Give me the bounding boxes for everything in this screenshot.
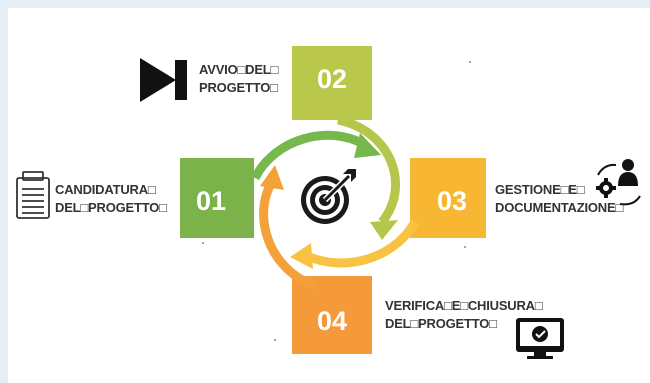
monitor-check-icon bbox=[516, 318, 564, 359]
step-02-label: AVVIO□DEL□ PROGETTO□ bbox=[199, 61, 278, 97]
step-02-label-line1: AVVIO□DEL□ bbox=[199, 62, 279, 77]
clipboard-icon bbox=[16, 171, 50, 219]
step-01-number: 01 bbox=[196, 186, 226, 216]
step-03-label: GESTIONE□E□ DOCUMENTAZIONE□ bbox=[495, 181, 623, 217]
step-01-label: CANDIDATURA□ DEL□PROGETTO□ bbox=[55, 181, 167, 217]
step-01-label-line2: DEL□PROGETTO□ bbox=[55, 200, 167, 215]
play-skip-icon bbox=[140, 58, 187, 102]
arrow-yellow bbox=[303, 219, 419, 268]
step-02-label-line2: PROGETTO□ bbox=[199, 80, 278, 95]
arrow-olive bbox=[336, 115, 401, 225]
step-03-label-line2: DOCUMENTAZIONE□ bbox=[495, 200, 624, 215]
arrow-orange bbox=[259, 179, 318, 291]
target-icon bbox=[301, 169, 356, 224]
step-04-label-line2: DEL□PROGETTO□ bbox=[385, 316, 497, 331]
step-04-number: 04 bbox=[317, 306, 347, 336]
step-04-label-line1: VERIFICA□E□CHIUSURA□ bbox=[385, 298, 543, 313]
manager-gear-icon bbox=[596, 159, 641, 206]
arrow-green bbox=[250, 130, 368, 181]
arrow-olive-head bbox=[370, 220, 398, 240]
step-02-number: 02 bbox=[317, 64, 347, 94]
step-03-label-line1: GESTIONE□E□ bbox=[495, 182, 585, 197]
arrow-orange-head bbox=[260, 165, 284, 190]
step-03-number: 03 bbox=[437, 186, 467, 216]
step-01-label-line1: CANDIDATURA□ bbox=[55, 182, 156, 197]
cycle-arrows bbox=[250, 115, 419, 291]
step-04-label: VERIFICA□E□CHIUSURA□ DEL□PROGETTO□ bbox=[385, 297, 543, 333]
arrow-green-head bbox=[354, 133, 381, 158]
arrow-yellow-head bbox=[290, 243, 313, 269]
